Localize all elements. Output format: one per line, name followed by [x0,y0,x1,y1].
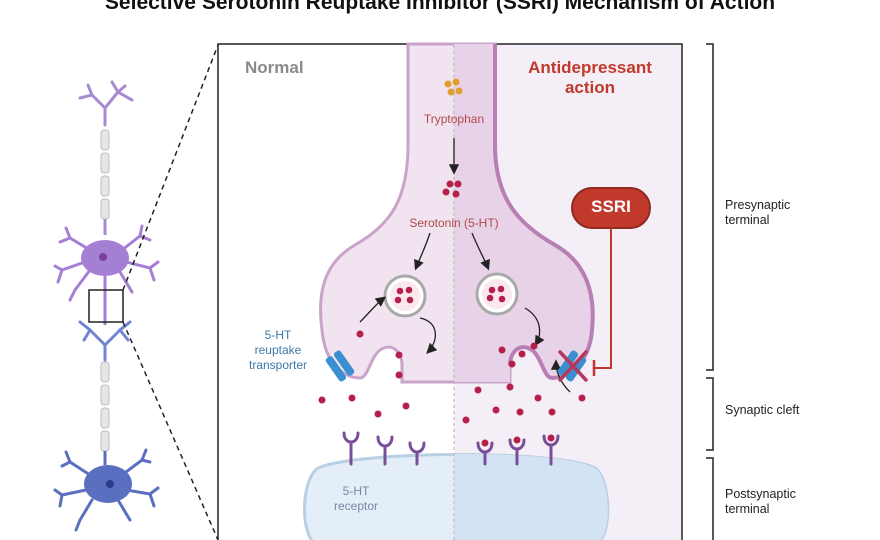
reuptake-arrow [359,296,387,323]
lower-neuron [53,320,160,532]
tryptophan-molecules [444,78,463,96]
upper-neuron [53,80,160,325]
ssri-inhibition-line [594,228,612,369]
vesicle-right [475,272,519,316]
postsynaptic-terminal-label: Postsynaptic terminal [725,487,796,516]
receptor-label: 5-HT receptor [333,484,379,513]
tryptophan-label: Tryptophan [423,112,485,126]
normal-label: Normal [245,58,304,77]
blocked-reuptake-arrow [550,359,571,393]
vesicle-left [383,274,427,318]
region-brackets [706,43,714,540]
transporter-label: 5-HT reuptake transporter [248,328,308,372]
zoom-line-bottom [122,321,219,540]
zoom-box [88,289,124,323]
serotonin-arrow-right [471,232,490,271]
figure-title: Selective Serotonin Reuptake Inhibitor (… [104,0,776,14]
release-arrow-right [524,307,545,347]
synaptic-cleft-label: Synaptic cleft [725,403,800,417]
block-x-icon [558,350,588,382]
antidepressant-label: Antidepressant action [528,58,652,97]
receptors [342,431,560,466]
serotonin-cleft-molecules [318,330,586,447]
serotonin-label: Serotonin (5-HT) [409,216,499,230]
reuptake-transporter-left [325,350,355,382]
presynaptic-terminal-label: Presynaptic terminal [725,198,791,227]
ssri-label: SSRI [591,197,631,216]
release-arrow-left [419,317,438,354]
zoom-line-top [122,44,219,291]
serotonin-cluster [442,180,462,198]
serotonin-arrow-left [414,232,431,271]
